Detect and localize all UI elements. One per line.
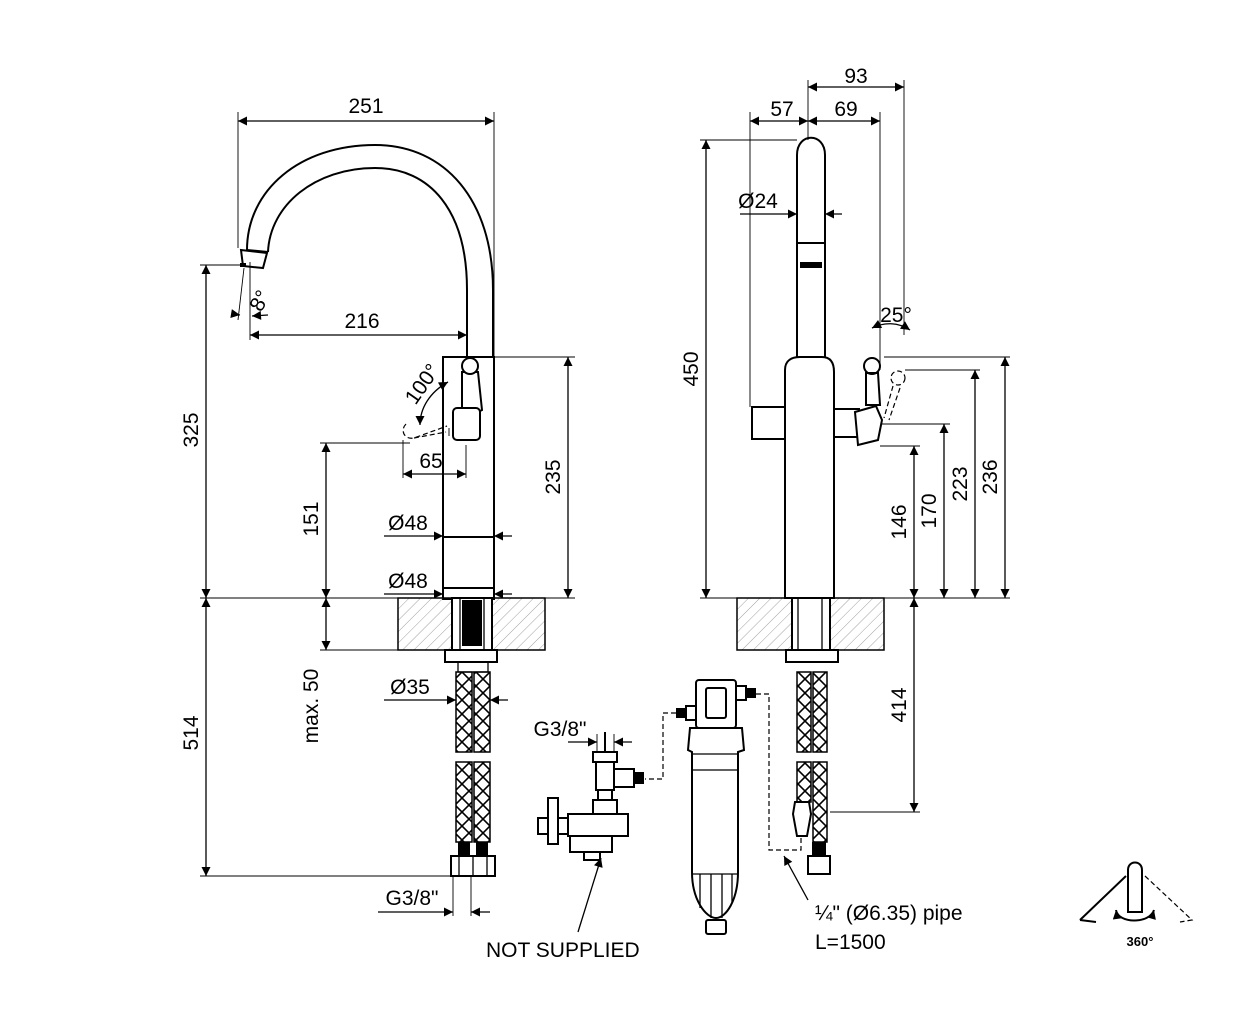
dim-max-50: max. 50	[300, 669, 323, 744]
lever-grip	[452, 407, 481, 441]
dim-216: 216	[344, 310, 379, 333]
hose-left-c	[455, 761, 473, 843]
dim-450: 450	[680, 351, 703, 386]
tap-body-upper	[442, 356, 495, 538]
hose-right-b	[812, 671, 828, 753]
rotate-arrow-icon	[1112, 909, 1156, 922]
lever-handle	[461, 371, 484, 413]
left-faucet-view: 251 216 8° 325 100° 65 151 235 Ø48 Ø48 m…	[180, 95, 575, 917]
filter-cartridge	[686, 727, 746, 920]
right-faucet-view: 93 57 69 Ø24 450 25° 146 170 223 236 414	[680, 65, 1010, 875]
rotation-label: 360°	[1127, 934, 1154, 949]
dim-25deg: 25°	[880, 304, 912, 327]
dim-236: 236	[979, 459, 1002, 494]
dim-g38-bottom: G3/8"	[386, 887, 439, 910]
hose-left-d	[473, 761, 491, 843]
dim-414: 414	[888, 687, 911, 722]
tap-body-lower	[442, 536, 495, 600]
pipe-to-valve	[645, 712, 676, 780]
dim-g38-valve: G3/8"	[534, 718, 587, 741]
hose-left-a	[455, 671, 473, 753]
dim-235: 235	[542, 459, 565, 494]
side-body	[784, 356, 835, 599]
dim-diameter-48-lower: Ø48	[388, 570, 428, 593]
spout-inner	[267, 166, 468, 357]
dim-151: 151	[300, 501, 323, 536]
dim-diameter-24: Ø24	[738, 190, 778, 213]
dim-100deg: 100°	[401, 360, 445, 409]
hose-right-d	[812, 761, 828, 843]
dim-146: 146	[888, 504, 911, 539]
side-cap-left	[751, 406, 786, 440]
angle-valve-body	[595, 759, 615, 791]
pipe-spec-label: ¼" (Ø6.35) pipe	[815, 902, 963, 925]
aerator	[239, 248, 269, 270]
rotation-icon: 360°	[1079, 861, 1194, 949]
neck	[796, 136, 826, 358]
dim-170: 170	[918, 493, 941, 528]
hose-right-a	[796, 671, 812, 753]
pipe-length-label: L=1500	[815, 931, 886, 954]
lever-ghost	[402, 423, 448, 439]
side-lever	[865, 372, 882, 406]
dim-223: 223	[949, 466, 972, 501]
dim-251: 251	[348, 95, 383, 118]
hose-left-b	[473, 671, 491, 753]
dim-57: 57	[770, 98, 793, 121]
dim-65: 65	[419, 450, 442, 473]
dim-93: 93	[844, 65, 867, 88]
dim-325: 325	[180, 412, 203, 447]
dim-69: 69	[834, 98, 857, 121]
filter-assembly: G3/8" NOT SUPPLIED ¼" (Ø6.35) pipe L=150…	[486, 679, 963, 962]
dim-diameter-35: Ø35	[390, 676, 430, 699]
not-supplied-label: NOT SUPPLIED	[486, 939, 640, 962]
dim-diameter-48-upper: Ø48	[388, 512, 428, 535]
dim-514: 514	[180, 715, 203, 750]
spout-outer	[246, 143, 494, 357]
pipe-to-tap	[756, 693, 802, 851]
hose-right-c	[796, 761, 812, 803]
